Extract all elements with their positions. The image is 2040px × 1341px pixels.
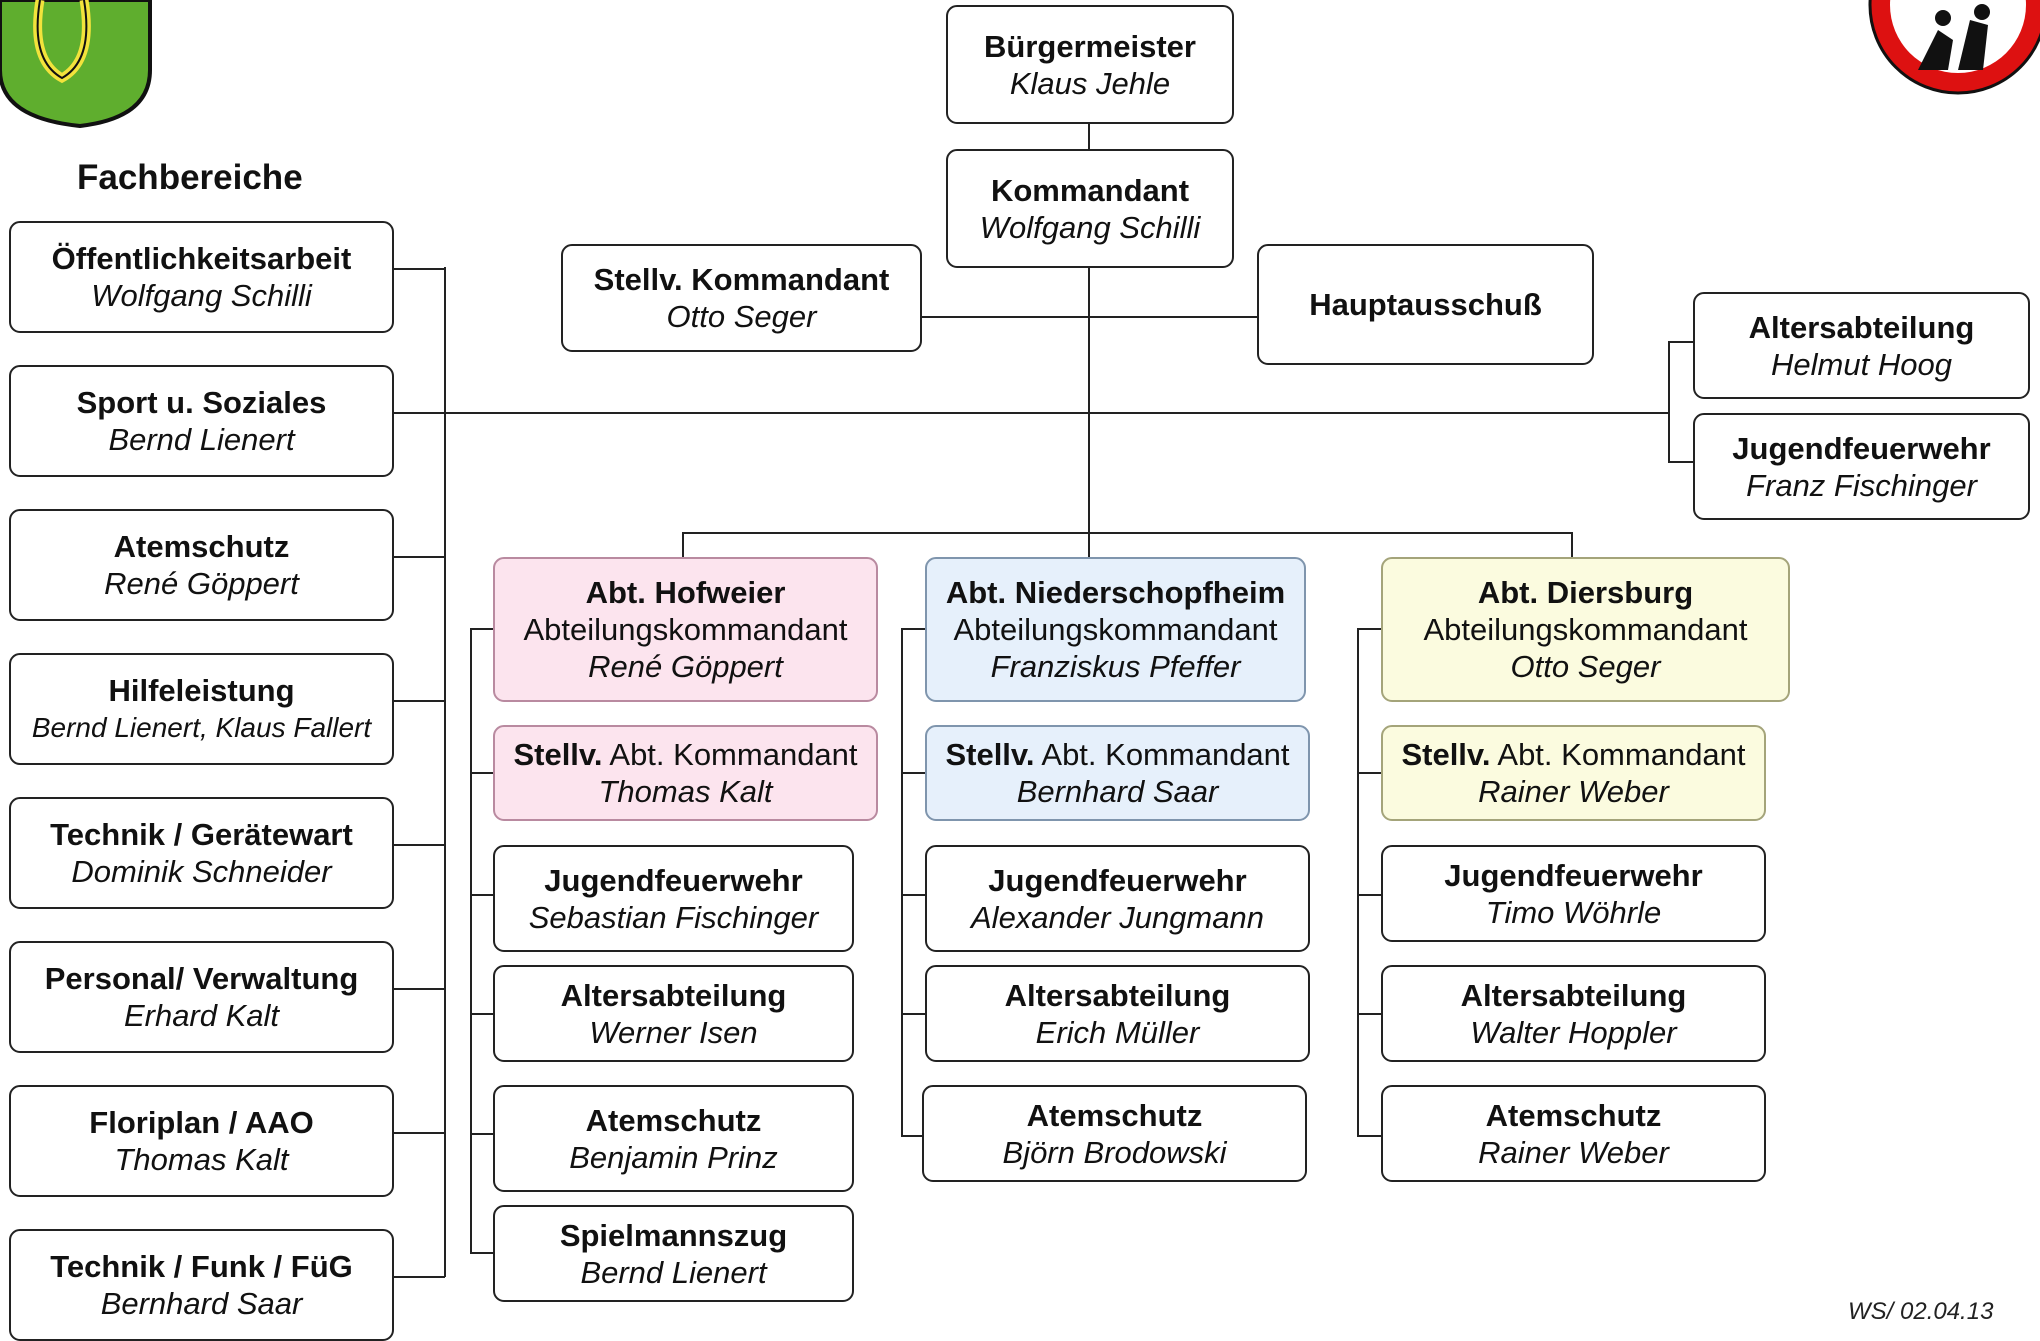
fachbereich-box: Atemschutz René Göppert [9, 509, 394, 621]
unit-box: Atemschutz Rainer Weber [1381, 1085, 1766, 1182]
fachbereich-box: Öffentlichkeitsarbeit Wolfgang Schilli [9, 221, 394, 333]
unit-box: Altersabteilung Werner Isen [493, 965, 854, 1062]
box-name: Erich Müller [1035, 1014, 1200, 1050]
stellv-kommandant-box: Stellv. Kommandant Otto Seger [561, 244, 922, 352]
box-name: Rainer Weber [1478, 774, 1669, 809]
box-name: Franziskus Pfeffer [990, 649, 1241, 684]
fire-brigade-emblem-logo [1868, 0, 2040, 95]
fachbereich-box: Floriplan / AAO Thomas Kalt [9, 1085, 394, 1197]
box-title: Jugendfeuerwehr [1444, 857, 1703, 893]
box-title: Technik / Gerätewart [50, 817, 353, 852]
fachbereich-box: Technik / Gerätewart Dominik Schneider [9, 797, 394, 909]
box-name: Wolfgang Schilli [91, 278, 312, 313]
stellv-abteilung-box: Stellv. Abt. Kommandant Bernhard Saar [925, 725, 1310, 821]
box-title: Altersabteilung [560, 977, 787, 1013]
box-name: Otto Seger [666, 299, 817, 334]
abteilung-box: Abt. Niederschopfheim Abteilungskommanda… [925, 557, 1306, 702]
box-title: Abt. Hofweier [585, 575, 786, 610]
unit-box: Spielmannszug Bernd Lienert [493, 1205, 854, 1302]
fachbereich-box: Sport u. Soziales Bernd Lienert [9, 365, 394, 477]
unit-box: Jugendfeuerwehr Alexander Jungmann [925, 845, 1310, 952]
unit-box: Jugendfeuerwehr Timo Wöhrle [1381, 845, 1766, 942]
stellv-role: Abt. Kommandant [1490, 737, 1746, 772]
hauptausschuss-box: Hauptausschuß [1257, 244, 1594, 365]
box-name: Walter Hoppler [1470, 1014, 1677, 1050]
box-title: Floriplan / AAO [89, 1105, 314, 1140]
box-name: Timo Wöhrle [1485, 894, 1662, 930]
box-role: Abteilungskommandant [523, 612, 848, 647]
box-title: Altersabteilung [1004, 977, 1231, 1013]
right-box: Altersabteilung Helmut Hoog [1693, 292, 2030, 399]
box-title: Atemschutz [113, 529, 290, 564]
buergermeister-box: Bürgermeister Klaus Jehle [946, 5, 1234, 124]
box-title: Öffentlichkeitsarbeit [51, 241, 352, 276]
box-name: Benjamin Prinz [569, 1139, 778, 1175]
box-name: Bernd Lienert, Klaus Fallert [31, 712, 372, 743]
box-role: Abteilungskommandant [953, 612, 1278, 647]
box-name: Sebastian Fischinger [528, 899, 819, 935]
box-name: Werner Isen [589, 1014, 758, 1050]
box-name: Björn Brodowski [1002, 1134, 1227, 1170]
stellv-label: Stellv. [945, 737, 1035, 772]
box-name: Otto Seger [1510, 649, 1661, 684]
box-title: Stellv. Kommandant [593, 262, 890, 297]
abteilung-box: Abt. Hofweier Abteilungskommandant René … [493, 557, 878, 702]
box-name: Alexander Jungmann [971, 899, 1264, 935]
box-title: Jugendfeuerwehr [988, 862, 1247, 898]
box-name: Bernd Lienert [580, 1254, 767, 1290]
box-title: Atemschutz [1485, 1097, 1662, 1133]
box-name: Bernd Lienert [108, 422, 295, 457]
box-title: Hauptausschuß [1309, 287, 1542, 322]
unit-box: Jugendfeuerwehr Sebastian Fischinger [493, 845, 854, 952]
box-name: Bernhard Saar [100, 1286, 303, 1321]
unit-box: Altersabteilung Walter Hoppler [1381, 965, 1766, 1062]
stellv-label: Stellv. [513, 737, 603, 772]
box-name: Thomas Kalt [114, 1142, 289, 1177]
fachbereiche-heading: Fachbereiche [77, 158, 303, 197]
fachbereich-box: Personal/ Verwaltung Erhard Kalt [9, 941, 394, 1053]
box-name: René Göppert [104, 566, 299, 601]
stellv-label: Stellv. [1401, 737, 1491, 772]
stellv-abteilung-box: Stellv. Abt. Kommandant Rainer Weber [1381, 725, 1766, 821]
box-title: Atemschutz [585, 1102, 762, 1138]
box-title: Spielmannszug [559, 1217, 788, 1253]
box-name: Klaus Jehle [1009, 65, 1171, 101]
box-title: Abt. Diersburg [1477, 575, 1694, 610]
box-title: Personal/ Verwaltung [44, 961, 359, 996]
right-box: Jugendfeuerwehr Franz Fischinger [1693, 413, 2030, 520]
box-name: Wolfgang Schilli [979, 209, 1201, 245]
stellv-role: Abt. Kommandant [1034, 737, 1290, 772]
stellv-abteilung-box: Stellv. Abt. Kommandant Thomas Kalt [493, 725, 878, 821]
box-title: Technik / Funk / FüG [50, 1249, 353, 1284]
box-name: Rainer Weber [1478, 1134, 1669, 1170]
box-name: Dominik Schneider [71, 854, 332, 889]
unit-box: Atemschutz Björn Brodowski [922, 1085, 1307, 1182]
date-stamp: WS/ 02.04.13 [1848, 1298, 1994, 1325]
box-title: Kommandant [990, 172, 1190, 208]
box-title: Bürgermeister [984, 28, 1196, 64]
stellv-role: Abt. Kommandant [602, 737, 858, 772]
coat-of-arms-logo [0, 0, 152, 128]
box-name: Helmut Hoog [1771, 346, 1952, 382]
box-name: Thomas Kalt [598, 774, 773, 809]
abteilung-box: Abt. Diersburg Abteilungskommandant Otto… [1381, 557, 1790, 702]
box-title: Jugendfeuerwehr [544, 862, 803, 898]
unit-box: Atemschutz Benjamin Prinz [493, 1085, 854, 1192]
box-title: Atemschutz [1026, 1097, 1203, 1133]
box-name: Franz Fischinger [1746, 467, 1977, 503]
box-title: Hilfeleistung [108, 673, 295, 708]
kommandant-box: Kommandant Wolfgang Schilli [946, 149, 1234, 268]
box-title: Sport u. Soziales [76, 385, 327, 420]
fachbereich-box: Technik / Funk / FüG Bernhard Saar [9, 1229, 394, 1341]
box-name: Erhard Kalt [123, 998, 280, 1033]
box-title: Altersabteilung [1748, 309, 1975, 345]
fachbereich-box: Hilfeleistung Bernd Lienert, Klaus Falle… [9, 653, 394, 765]
box-title: Altersabteilung [1460, 977, 1687, 1013]
box-role: Abteilungskommandant [1423, 612, 1748, 647]
box-name: Bernhard Saar [1016, 774, 1219, 809]
box-title: Jugendfeuerwehr [1732, 430, 1991, 466]
box-title: Abt. Niederschopfheim [945, 575, 1286, 610]
box-name: René Göppert [588, 649, 783, 684]
unit-box: Altersabteilung Erich Müller [925, 965, 1310, 1062]
